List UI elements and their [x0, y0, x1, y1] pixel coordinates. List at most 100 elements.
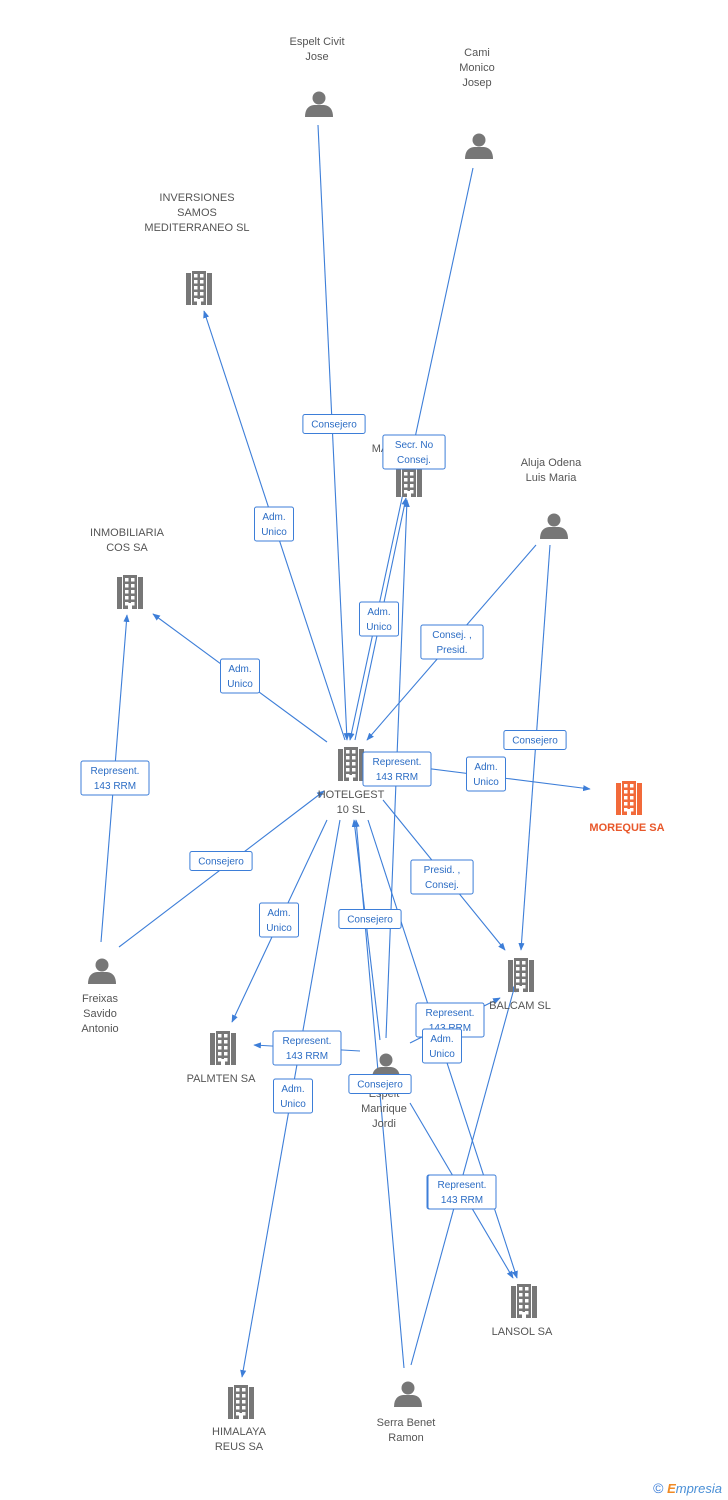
- node-label: Luis Maria: [526, 472, 578, 484]
- node-label: Espelt Civit: [289, 36, 344, 48]
- edge-label-text: Presid.: [436, 645, 467, 656]
- edge-label-text: Unico: [261, 527, 287, 538]
- node-label: HOTELGEST: [318, 789, 385, 801]
- node-label: Josep: [462, 77, 491, 89]
- edge-label-box: [272, 1030, 342, 1066]
- edge-label-text: 143 RRM: [441, 1195, 483, 1206]
- edge-label-text: 143 RRM: [376, 772, 418, 783]
- node-hotelgest[interactable]: HOTELGEST 10 SL: [318, 747, 385, 816]
- node-label: Savido: [83, 1008, 117, 1020]
- building-icon: [338, 747, 364, 781]
- edge-label-box: [273, 1078, 313, 1114]
- edge-label-9[interactable]: Consejero: [189, 851, 253, 871]
- edge-label-text: Unico: [366, 622, 392, 633]
- edge-label-box: [410, 859, 474, 895]
- node-label: 10 SL: [337, 804, 366, 816]
- edge-label-box: [359, 601, 399, 637]
- node-label: Aluja Odena: [521, 457, 582, 469]
- brand-initial: E: [667, 1481, 676, 1496]
- edge-label-7[interactable]: Adm.Unico: [466, 756, 506, 792]
- node-label: COS SA: [106, 542, 148, 554]
- node-label: Jordi: [372, 1118, 396, 1130]
- node-balcam[interactable]: BALCAM SL: [489, 958, 551, 1012]
- edge-label-text: Represent.: [426, 1008, 475, 1019]
- person-icon: [465, 133, 493, 159]
- edge-label-18[interactable]: Adm. Unico: [273, 1078, 313, 1114]
- copyright-icon: ©: [653, 1480, 664, 1496]
- edge-label-6[interactable]: Adm. Unico: [220, 658, 260, 694]
- empresia-logo[interactable]: © Empresia: [653, 1480, 722, 1496]
- node-lansol[interactable]: LANSOL SA: [492, 1284, 553, 1338]
- edge-label-20[interactable]: Represent.143 RRM: [427, 1174, 497, 1210]
- node-label: Jose: [305, 51, 328, 63]
- edge-label-text: Unico: [266, 923, 292, 934]
- edge-label-text: Consejero: [512, 736, 558, 747]
- building-icon: [508, 958, 534, 992]
- node-label: INMOBILIARIA: [90, 527, 165, 539]
- node-label: Monico: [459, 62, 494, 74]
- node-moreque[interactable]: MOREQUE SA: [589, 781, 665, 834]
- edge-label-box: [189, 851, 253, 871]
- edge-label-19[interactable]: Consejero: [348, 1074, 412, 1094]
- edge-label-text: Represent.: [91, 766, 140, 777]
- edge-label-5[interactable]: Consejero: [503, 730, 567, 750]
- edge-label-box: [259, 902, 299, 938]
- person-icon: [540, 513, 568, 539]
- edge-label-15[interactable]: Represent.143 RRM: [362, 751, 432, 787]
- edge-label-3[interactable]: Adm. Unico: [359, 601, 399, 637]
- edge-label-box: [420, 624, 484, 660]
- edge-label-17[interactable]: Adm.Unico: [422, 1028, 462, 1064]
- edge-label-13[interactable]: Represent.143 RRM: [272, 1030, 342, 1066]
- edge-label-2[interactable]: Adm. Unico: [254, 506, 294, 542]
- edge-label-10[interactable]: Presid. ,Consej.: [410, 859, 474, 895]
- node-inmobiliaria[interactable]: INMOBILIARIA COS SA: [90, 527, 165, 609]
- edge-label-text: Adm.: [228, 664, 251, 675]
- edge-label-text: Adm.: [262, 512, 285, 523]
- node-palmten[interactable]: PALMTEN SA: [187, 1031, 257, 1085]
- edge-label-4[interactable]: Consej. ,Presid.: [420, 624, 484, 660]
- node-label: Antonio: [81, 1023, 118, 1035]
- edge-label-text: Adm.: [281, 1084, 304, 1095]
- edge-label-box: [422, 1028, 462, 1064]
- edge-label-text: Adm.: [367, 607, 390, 618]
- edge-label-0[interactable]: Consejero: [302, 414, 366, 434]
- edge-label-11[interactable]: Adm.Unico: [259, 902, 299, 938]
- edge-label-text: Unico: [227, 679, 253, 690]
- edge-label-box: [338, 909, 402, 929]
- node-label: MOREQUE SA: [589, 822, 664, 834]
- edge-label-text: Consejero: [357, 1080, 403, 1091]
- building-icon: [616, 781, 642, 815]
- edge-label-text: Consejero: [311, 420, 357, 431]
- edge-label-8[interactable]: Represent.143 RRM: [80, 760, 150, 796]
- node-label: BALCAM SL: [489, 1000, 551, 1012]
- edge-label-box: [80, 760, 150, 796]
- building-icon: [186, 271, 212, 305]
- node-label: SAMOS: [177, 207, 217, 219]
- node-label: Ramon: [388, 1432, 423, 1444]
- edge-label-box: [302, 414, 366, 434]
- edge-label-text: Adm.: [430, 1034, 453, 1045]
- edge-label-text: Consejero: [198, 857, 244, 868]
- building-icon: [228, 1385, 254, 1419]
- edge-label-text: Unico: [280, 1099, 306, 1110]
- edge-label-text: Consejero: [347, 915, 393, 926]
- building-icon: [396, 463, 422, 497]
- edge-label-12[interactable]: Consejero: [338, 909, 402, 929]
- person-icon: [88, 958, 116, 984]
- node-label: INVERSIONES: [159, 192, 234, 204]
- person-icon: [394, 1381, 422, 1407]
- edge-label-box: [427, 1174, 497, 1210]
- node-label: PALMTEN SA: [187, 1073, 257, 1085]
- building-icon: [210, 1031, 236, 1065]
